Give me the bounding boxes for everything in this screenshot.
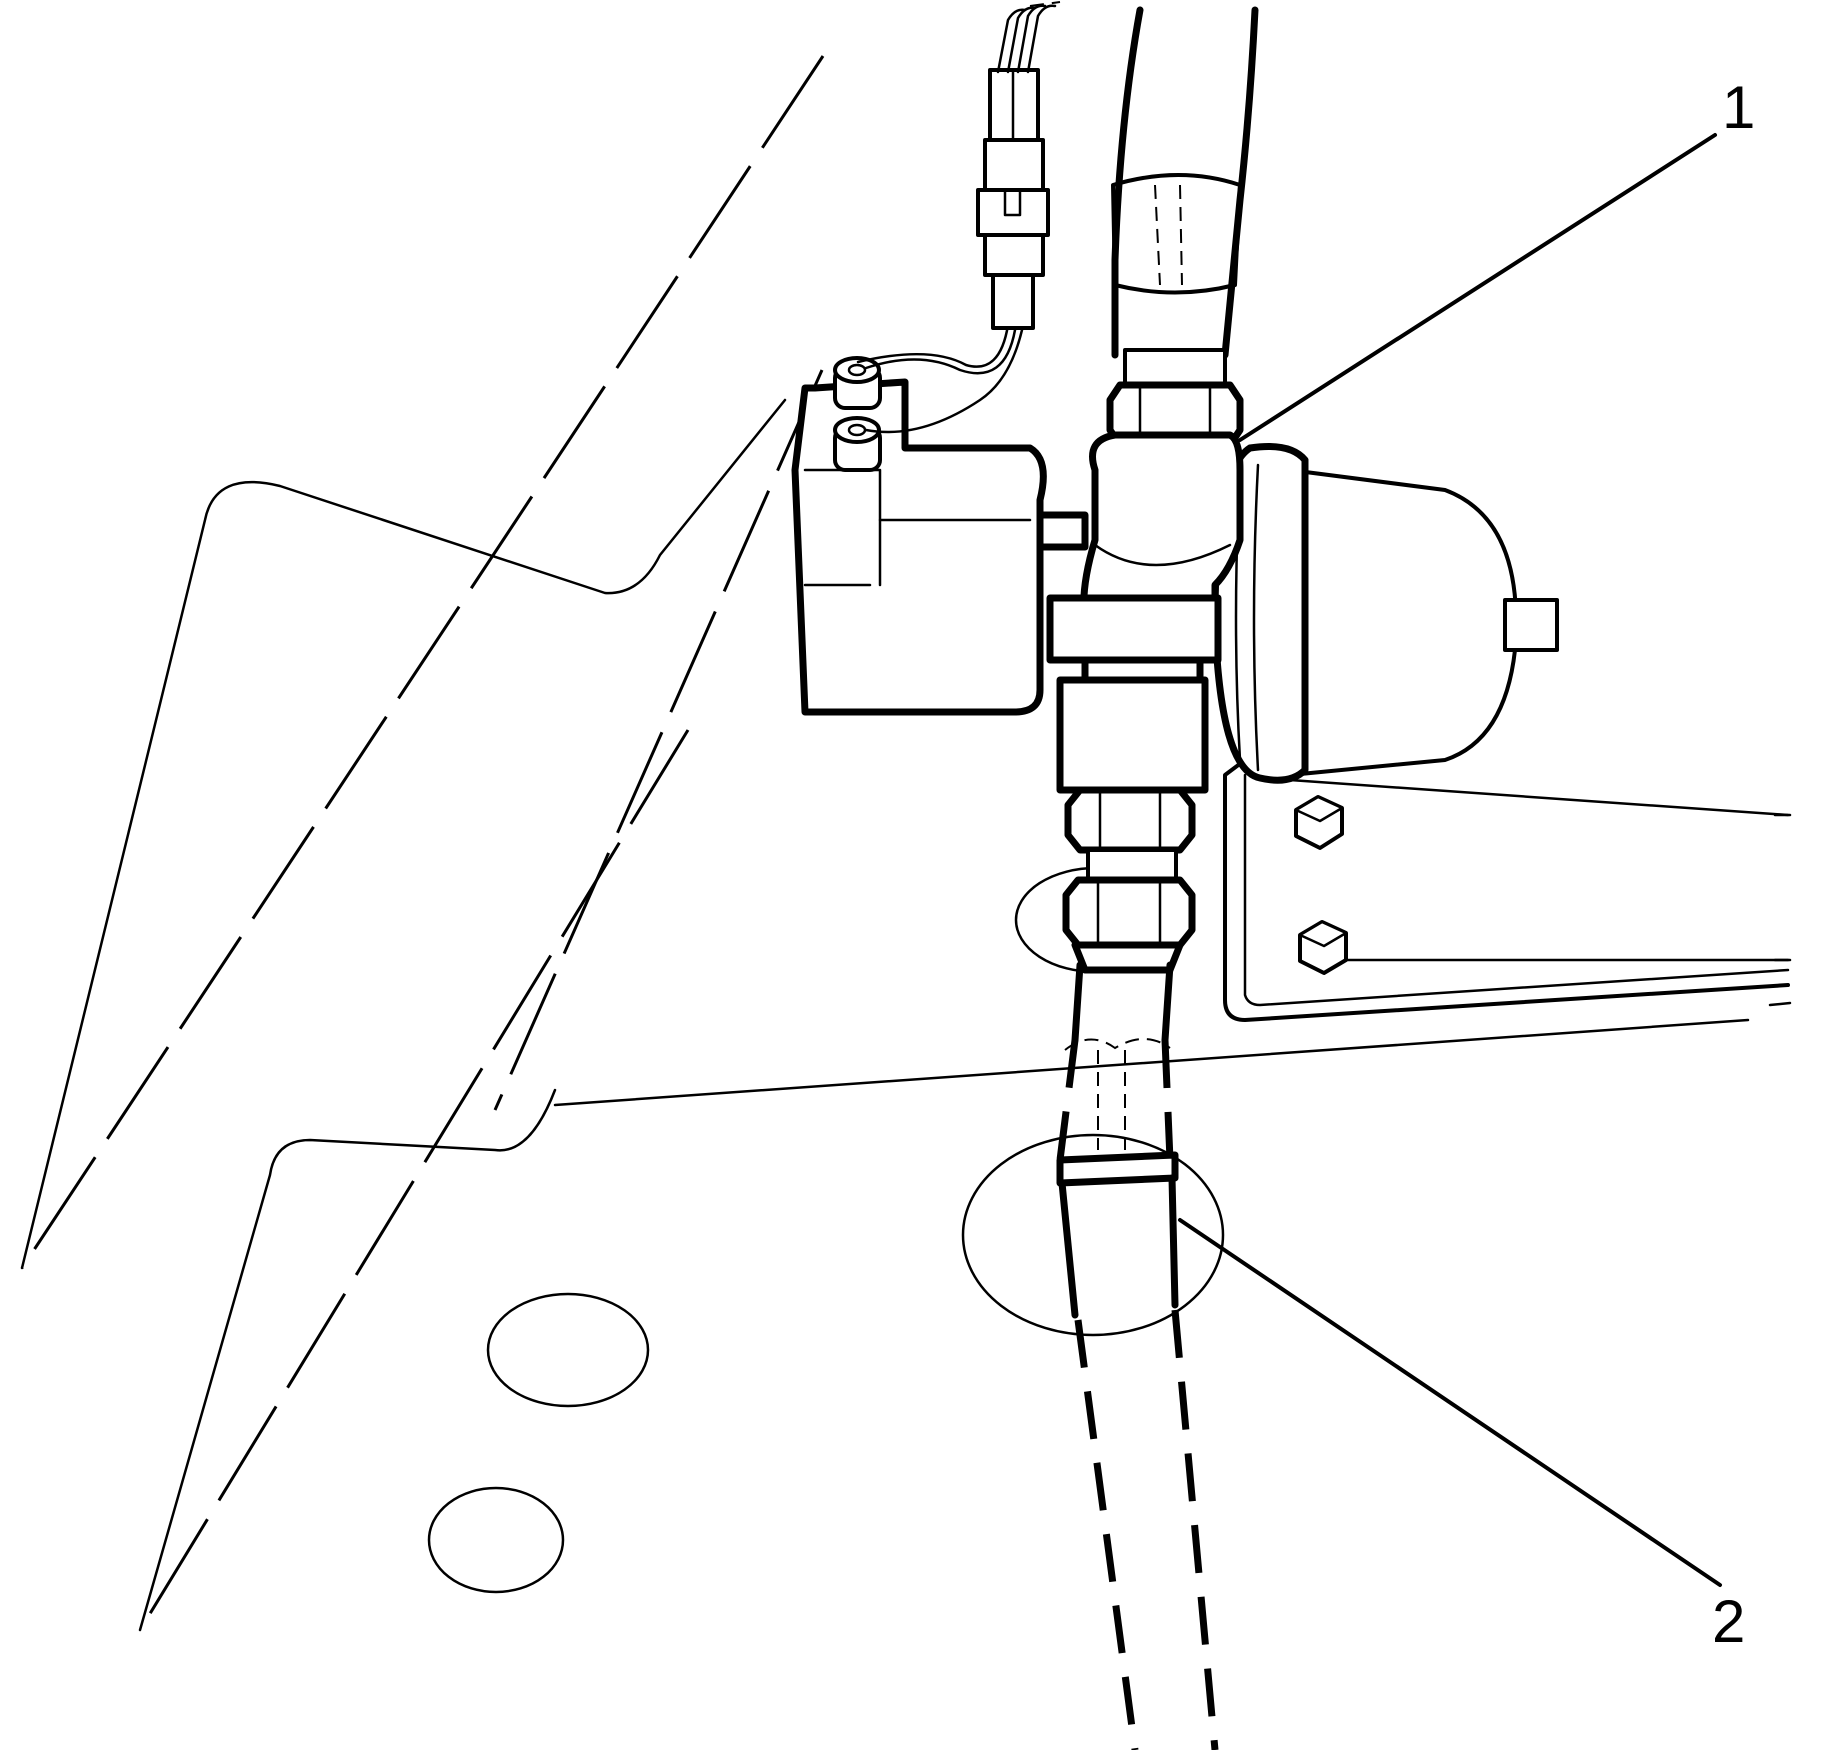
callout-1-label: 1 xyxy=(1722,74,1755,141)
callout-1: 1 xyxy=(1238,74,1755,442)
pump-bracket xyxy=(1223,758,1790,1022)
callout-1-leader xyxy=(1238,133,1717,442)
upper-hose xyxy=(1111,6,1259,359)
mounting-hole-upper xyxy=(486,1292,650,1408)
hose-grommet-hole xyxy=(961,1133,1225,1337)
pump-solenoid xyxy=(791,356,1089,716)
frame-panel xyxy=(20,55,1750,1632)
pump-tee-body xyxy=(1046,431,1244,794)
tee-crossbar xyxy=(1046,594,1222,664)
motor-shaft-stub xyxy=(1503,598,1559,652)
wiring-harness xyxy=(856,1,1061,434)
mounting-hole-lower xyxy=(427,1486,565,1594)
callout-2: 2 xyxy=(1178,1218,1745,1655)
wire-connector xyxy=(976,68,1050,330)
terminal-lower-icon xyxy=(833,416,882,472)
tee-lower-spigot xyxy=(1056,676,1209,794)
callout-2-label: 2 xyxy=(1712,1588,1745,1655)
callout-2-leader xyxy=(1178,1218,1722,1587)
terminal-upper-icon xyxy=(833,356,882,410)
bolt-upper-icon xyxy=(1294,795,1344,850)
pump-motor xyxy=(1211,443,1559,784)
bolt-lower-icon xyxy=(1298,920,1348,975)
lower-hose xyxy=(1056,961,1219,1750)
solenoid-mount-tab xyxy=(1036,511,1089,551)
lower-fittings xyxy=(1062,786,1196,974)
